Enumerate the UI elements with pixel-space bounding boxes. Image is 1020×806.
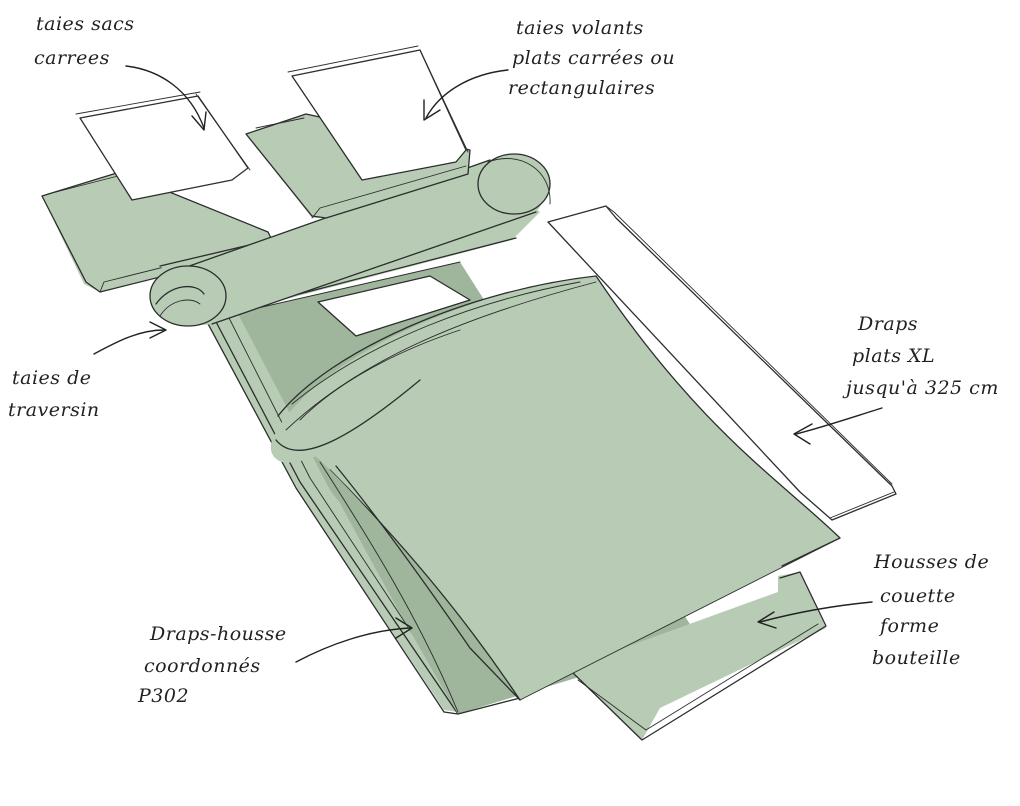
label-housses-couette: Housses de couette forme bouteille (872, 551, 989, 669)
label-line: forme (878, 615, 939, 637)
label-line: plats carrées ou (512, 47, 675, 69)
flat-sheet (547, 205, 897, 521)
label-line: bouteille (872, 647, 961, 669)
label-line: traversin (8, 399, 100, 421)
label-line: jusqu'à 325 cm (842, 377, 999, 399)
label-line: Draps (857, 313, 918, 335)
bolster (149, 153, 551, 327)
label-taies-traversin: taies de traversin (8, 367, 100, 421)
label-line: carrees (34, 47, 110, 69)
label-draps-housse: Draps-housse coordonnés P302 (137, 623, 287, 707)
label-taies-sacs: taies sacs carrees (34, 13, 135, 69)
label-line: Housses de (873, 551, 989, 573)
left-pillow (41, 91, 277, 293)
label-line: P302 (137, 685, 189, 707)
label-draps-plats: Draps plats XL jusqu'à 325 cm (842, 313, 999, 399)
label-line: taies sacs (36, 13, 135, 35)
label-line: couette (880, 585, 956, 607)
label-line: taies de (12, 367, 91, 389)
label-line: Draps-housse (149, 623, 287, 645)
label-line: taies volants (516, 17, 644, 39)
right-pillow (245, 45, 471, 219)
duvet-cover (270, 275, 841, 741)
label-line: plats XL (852, 345, 935, 367)
label-line: coordonnés (144, 655, 261, 677)
label-line: rectangulaires (508, 77, 655, 99)
annotation-arrows (93, 65, 883, 663)
label-taies-volants: taies volants plats carrées ou rectangul… (508, 17, 675, 99)
